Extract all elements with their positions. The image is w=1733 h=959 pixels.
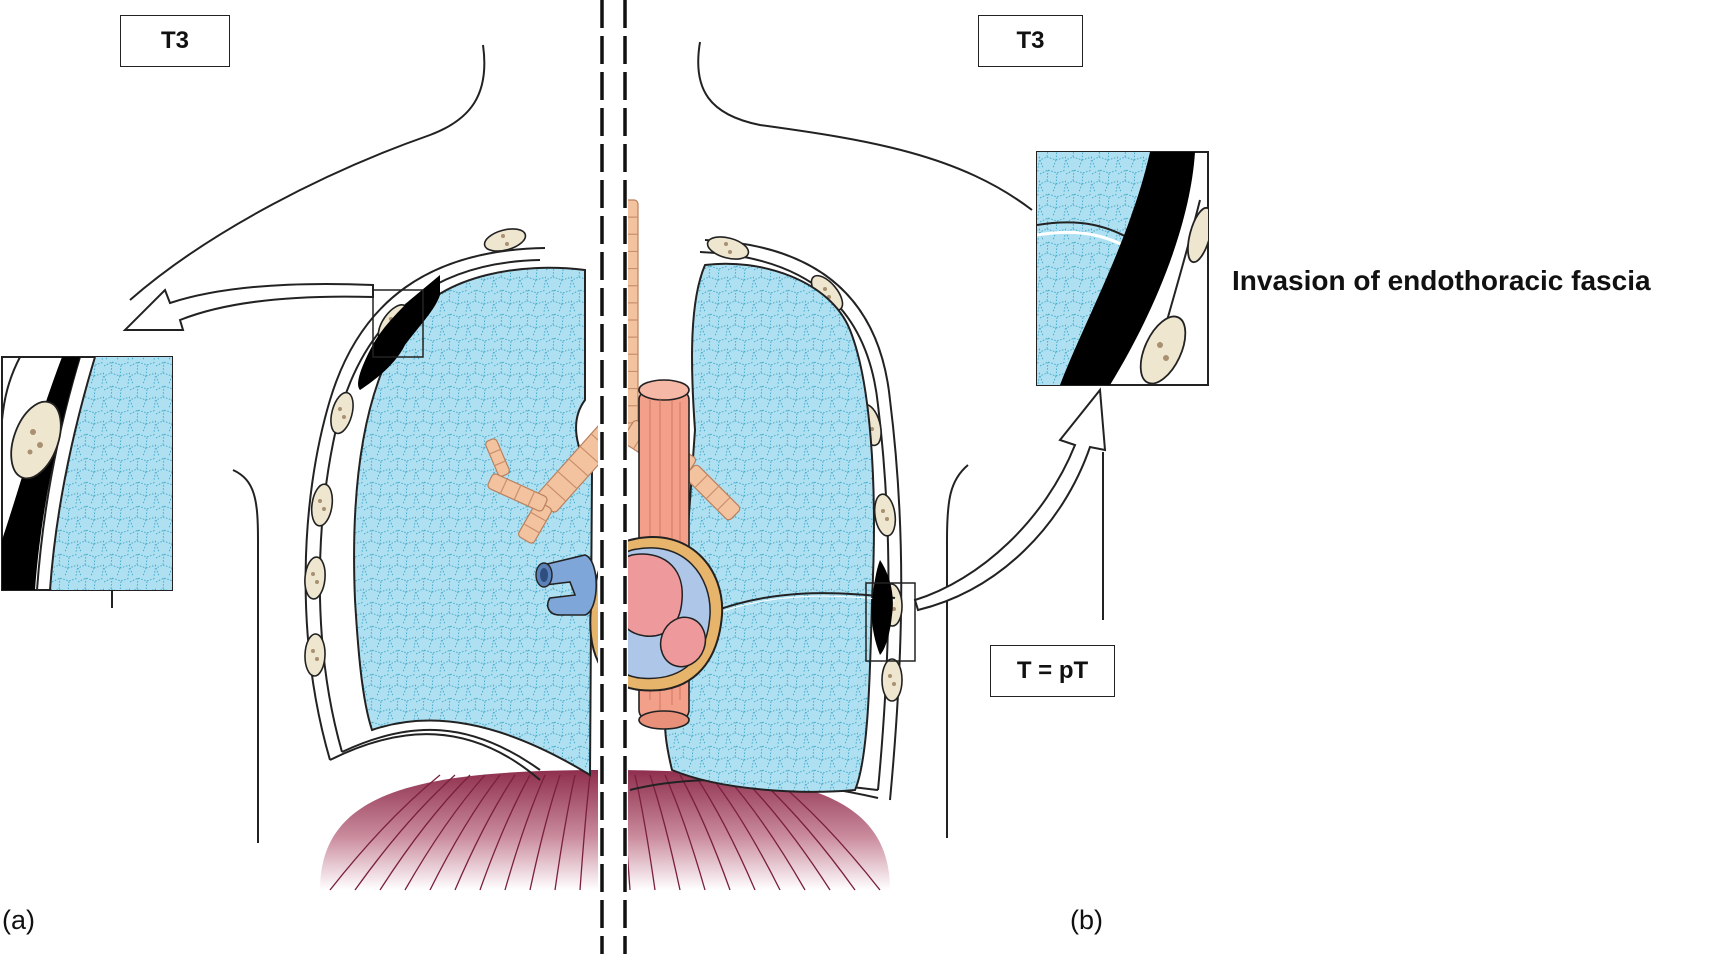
rib-icon	[304, 556, 326, 600]
arrow-icon-left	[122, 282, 374, 331]
rib-icon	[483, 228, 527, 252]
body-outline	[129, 41, 1033, 843]
left-stage-label: T3	[120, 15, 230, 67]
rib-icon	[330, 391, 354, 435]
panel-b-label: (b)	[1070, 905, 1103, 935]
tumor-icon-left	[358, 275, 440, 390]
rib-icon	[1139, 315, 1187, 385]
annotation-label: Invasion of endothoracic fascia	[1232, 265, 1651, 296]
arrow-icon-right	[913, 387, 1107, 620]
left-tumor-frame	[372, 289, 424, 358]
tumor-icon-right	[871, 560, 893, 655]
left-inset	[1, 356, 173, 608]
right-tumor-frame	[865, 582, 916, 662]
rib-icon	[706, 236, 750, 260]
pathology-label: T = pT	[990, 645, 1115, 697]
panel-a-label: (a)	[2, 905, 35, 935]
vena-cava-icon	[535, 554, 598, 616]
right-lung-icon	[664, 262, 875, 793]
right-stage-label: T3	[978, 15, 1083, 67]
rib-icon	[304, 633, 326, 677]
right-inset	[1036, 151, 1209, 386]
rib-icon	[310, 483, 334, 527]
panel-divider	[598, 0, 628, 954]
rib-icon	[873, 493, 897, 537]
rib-icon	[10, 400, 62, 480]
rib-icon	[881, 658, 903, 702]
